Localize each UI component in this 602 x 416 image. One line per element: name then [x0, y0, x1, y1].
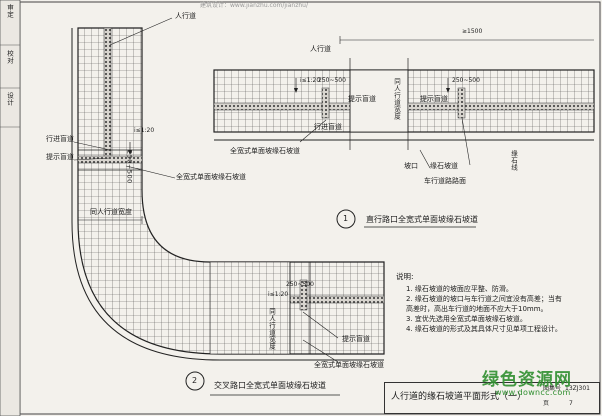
plan-2-caption: 交叉路口全宽式单面坡缘石坡道	[214, 381, 326, 390]
plan-2-warning-path-label: 提示盲道	[342, 335, 370, 343]
title-block-page-label: 页	[543, 400, 550, 407]
title-block-atlas-label: 图集号	[543, 385, 562, 392]
plan-1-ramp-mouth-label: 坡口	[404, 162, 418, 170]
plan-1-sidewalk	[213, 36, 595, 229]
plan-a-sidewalk	[71, 17, 385, 361]
plan-a-sidewalk-label: 人行道	[175, 12, 196, 20]
plan-a-blind-path-label: 行进盲道	[46, 135, 74, 143]
title-block: 人行道的缘石坡道平面形式（一） 图集号 13ZJ301 页 7	[384, 382, 600, 414]
title-block-atlas-no: 13ZJ301	[565, 385, 590, 392]
plan-2-ramp-type-label: 全宽式单面坡缘石坡道	[314, 361, 384, 369]
left-strip	[0, 0, 21, 416]
left-strip-label: 设计	[5, 92, 14, 106]
plan-1-dim-min: ≥1500	[462, 28, 483, 35]
plan-a-ramp-width-label: 250~500	[125, 150, 134, 184]
plan-2-detail	[185, 261, 385, 396]
plan-1-ramp-width-label-right: 250~500	[452, 77, 480, 84]
notes-block: 说明: 1. 缘石坡道的坡面应平整、防滑。 2. 缘石坡道的坡口与车行道之间宜没…	[396, 272, 596, 334]
title-block-page-no: 7	[569, 400, 573, 407]
plan-1-ramp-width-label: 250~500	[318, 77, 346, 84]
plan-a-ramp-type-label: 全宽式单面坡缘石坡道	[176, 173, 246, 181]
notes-list: 1. 缘石坡道的坡面应平整、防滑。 2. 缘石坡道的坡口与车行道之间宜没有高差；…	[396, 284, 596, 334]
title-block-title: 人行道的缘石坡道平面形式（一）	[391, 392, 527, 402]
site-watermark-url: www.downcc.com	[495, 388, 571, 397]
plan-1-slope-label: i≤1:20	[300, 77, 321, 84]
plan-1-sidewalk-label: 人行道	[310, 45, 331, 53]
left-strip-label: 校对	[5, 50, 14, 64]
plan-2-ramp-width-label: 250~500	[286, 281, 314, 288]
plan-1-road-label: 车行道路路面	[424, 177, 466, 185]
note-item: 3. 宜优先选用全宽式单面坡缘石坡道。	[406, 315, 527, 323]
plan-a-sidewalk-width-label: 同人行道宽度	[90, 208, 132, 216]
plan-1-warning-path-left: 提示盲道	[348, 95, 376, 103]
notes-title: 说明:	[396, 272, 414, 281]
plan-a-warning-path-label: 提示盲道	[46, 153, 74, 161]
plan-2-badge: 2	[192, 376, 198, 385]
note-item: 2. 缘石坡道的坡口与车行道之间宜没有高差；当有	[406, 295, 562, 303]
plan-1-blind-path-label: 行进盲道	[314, 123, 342, 131]
plan-1-sidewalk-width-label: 同人行道宽度	[392, 78, 401, 120]
plan-1-ramp-type-label: 全宽式单面坡缘石坡道	[230, 147, 300, 155]
note-item: 4. 缘石坡道的形式及其具体尺寸见单项工程设计。	[406, 325, 562, 333]
left-strip-label: 审定	[5, 4, 14, 18]
plan-1-ramp-line-label: 缘石坡道	[430, 162, 458, 170]
plan-1-curb-label: 缘石线	[509, 150, 518, 171]
plan-1-caption: 直行路口全宽式单面坡缘石坡道	[366, 215, 478, 224]
note-item: 高差时，高出车行道的地面不应大于10mm。	[406, 305, 548, 313]
plan-1-warning-path-right: 提示盲道	[420, 95, 448, 103]
top-watermark: 建筑设计：www.jianzhu.com/jianzhu/	[200, 2, 308, 9]
site-watermark: 绿色资源网	[482, 370, 572, 390]
plan-2-sidewalk-width-label: 同人行道宽度	[267, 308, 276, 350]
plan-2-slope-label: i≤1:20	[268, 291, 289, 298]
plan-1-badge: 1	[343, 214, 349, 223]
plan-a-slope-label: i≤1:20	[134, 127, 155, 134]
note-item: 1. 缘石坡道的坡面应平整、防滑。	[406, 285, 513, 293]
